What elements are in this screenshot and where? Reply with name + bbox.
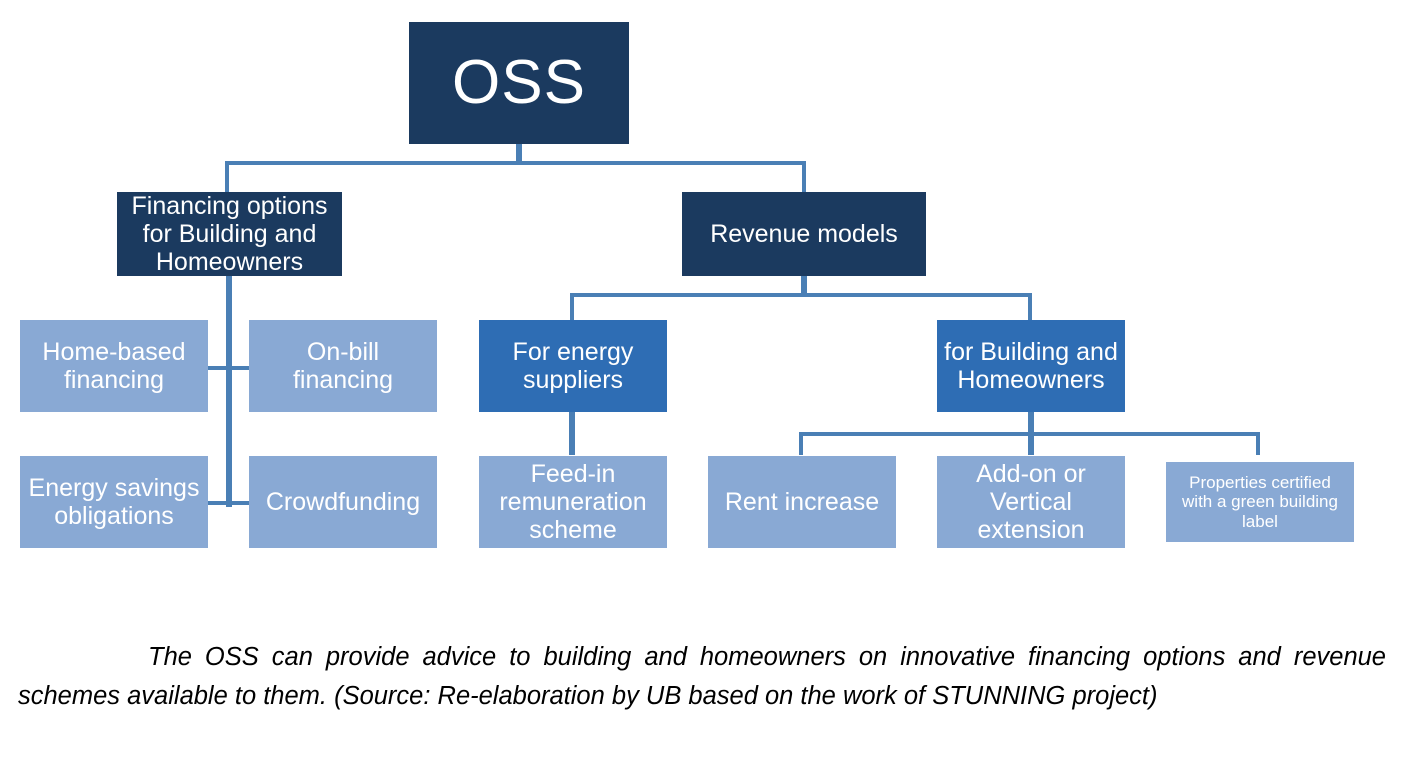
node-properties-certified-green-building-label[interactable]: Properties certified with a green buildi… (1166, 462, 1354, 542)
connector-revenue-to-energy-suppliers (570, 293, 574, 321)
figure-caption: The OSS can provide advice to building a… (18, 643, 1386, 710)
node-home-based-financing[interactable]: Home-based financing (20, 320, 208, 412)
connector-building-homeowners-bar (799, 432, 1260, 436)
node-add-on-or-vertical-extension[interactable]: Add-on or Vertical extension (937, 456, 1125, 548)
connector-financing-to-crowdfunding (228, 501, 250, 505)
node-energy-savings-obligations[interactable]: Energy savings obligations (20, 456, 208, 548)
connector-revenue-to-building-homeowners (1028, 293, 1032, 321)
node-oss[interactable]: OSS (409, 22, 629, 144)
node-for-building-and-homeowners[interactable]: for Building and Homeowners (937, 320, 1125, 412)
connector-financing-to-on-bill (228, 366, 250, 370)
connector-energy-suppliers-to-feedin (569, 410, 575, 455)
connector-to-rent-increase (799, 432, 803, 455)
connector-revenue-stem (801, 276, 807, 296)
connector-oss-bar (225, 161, 806, 165)
node-feed-in-remuneration-scheme[interactable]: Feed-in remuneration scheme (479, 456, 667, 548)
node-financing-options[interactable]: Financing options for Building and Homeo… (117, 192, 342, 276)
node-revenue-models[interactable]: Revenue models (682, 192, 926, 276)
connector-oss-to-revenue (802, 161, 806, 193)
node-on-bill-financing[interactable]: On-bill financing (249, 320, 437, 412)
connector-revenue-bar (570, 293, 1032, 297)
connector-oss-stem (516, 143, 522, 164)
node-for-energy-suppliers[interactable]: For energy suppliers (479, 320, 667, 412)
node-rent-increase[interactable]: Rent increase (708, 456, 896, 548)
connector-to-properties-certified (1256, 432, 1260, 455)
connector-financing-to-energy-savings (208, 501, 230, 505)
connector-oss-to-financing (225, 161, 229, 193)
node-crowdfunding[interactable]: Crowdfunding (249, 456, 437, 548)
connector-financing-to-home-based (208, 366, 230, 370)
connector-financing-spine (226, 275, 232, 507)
